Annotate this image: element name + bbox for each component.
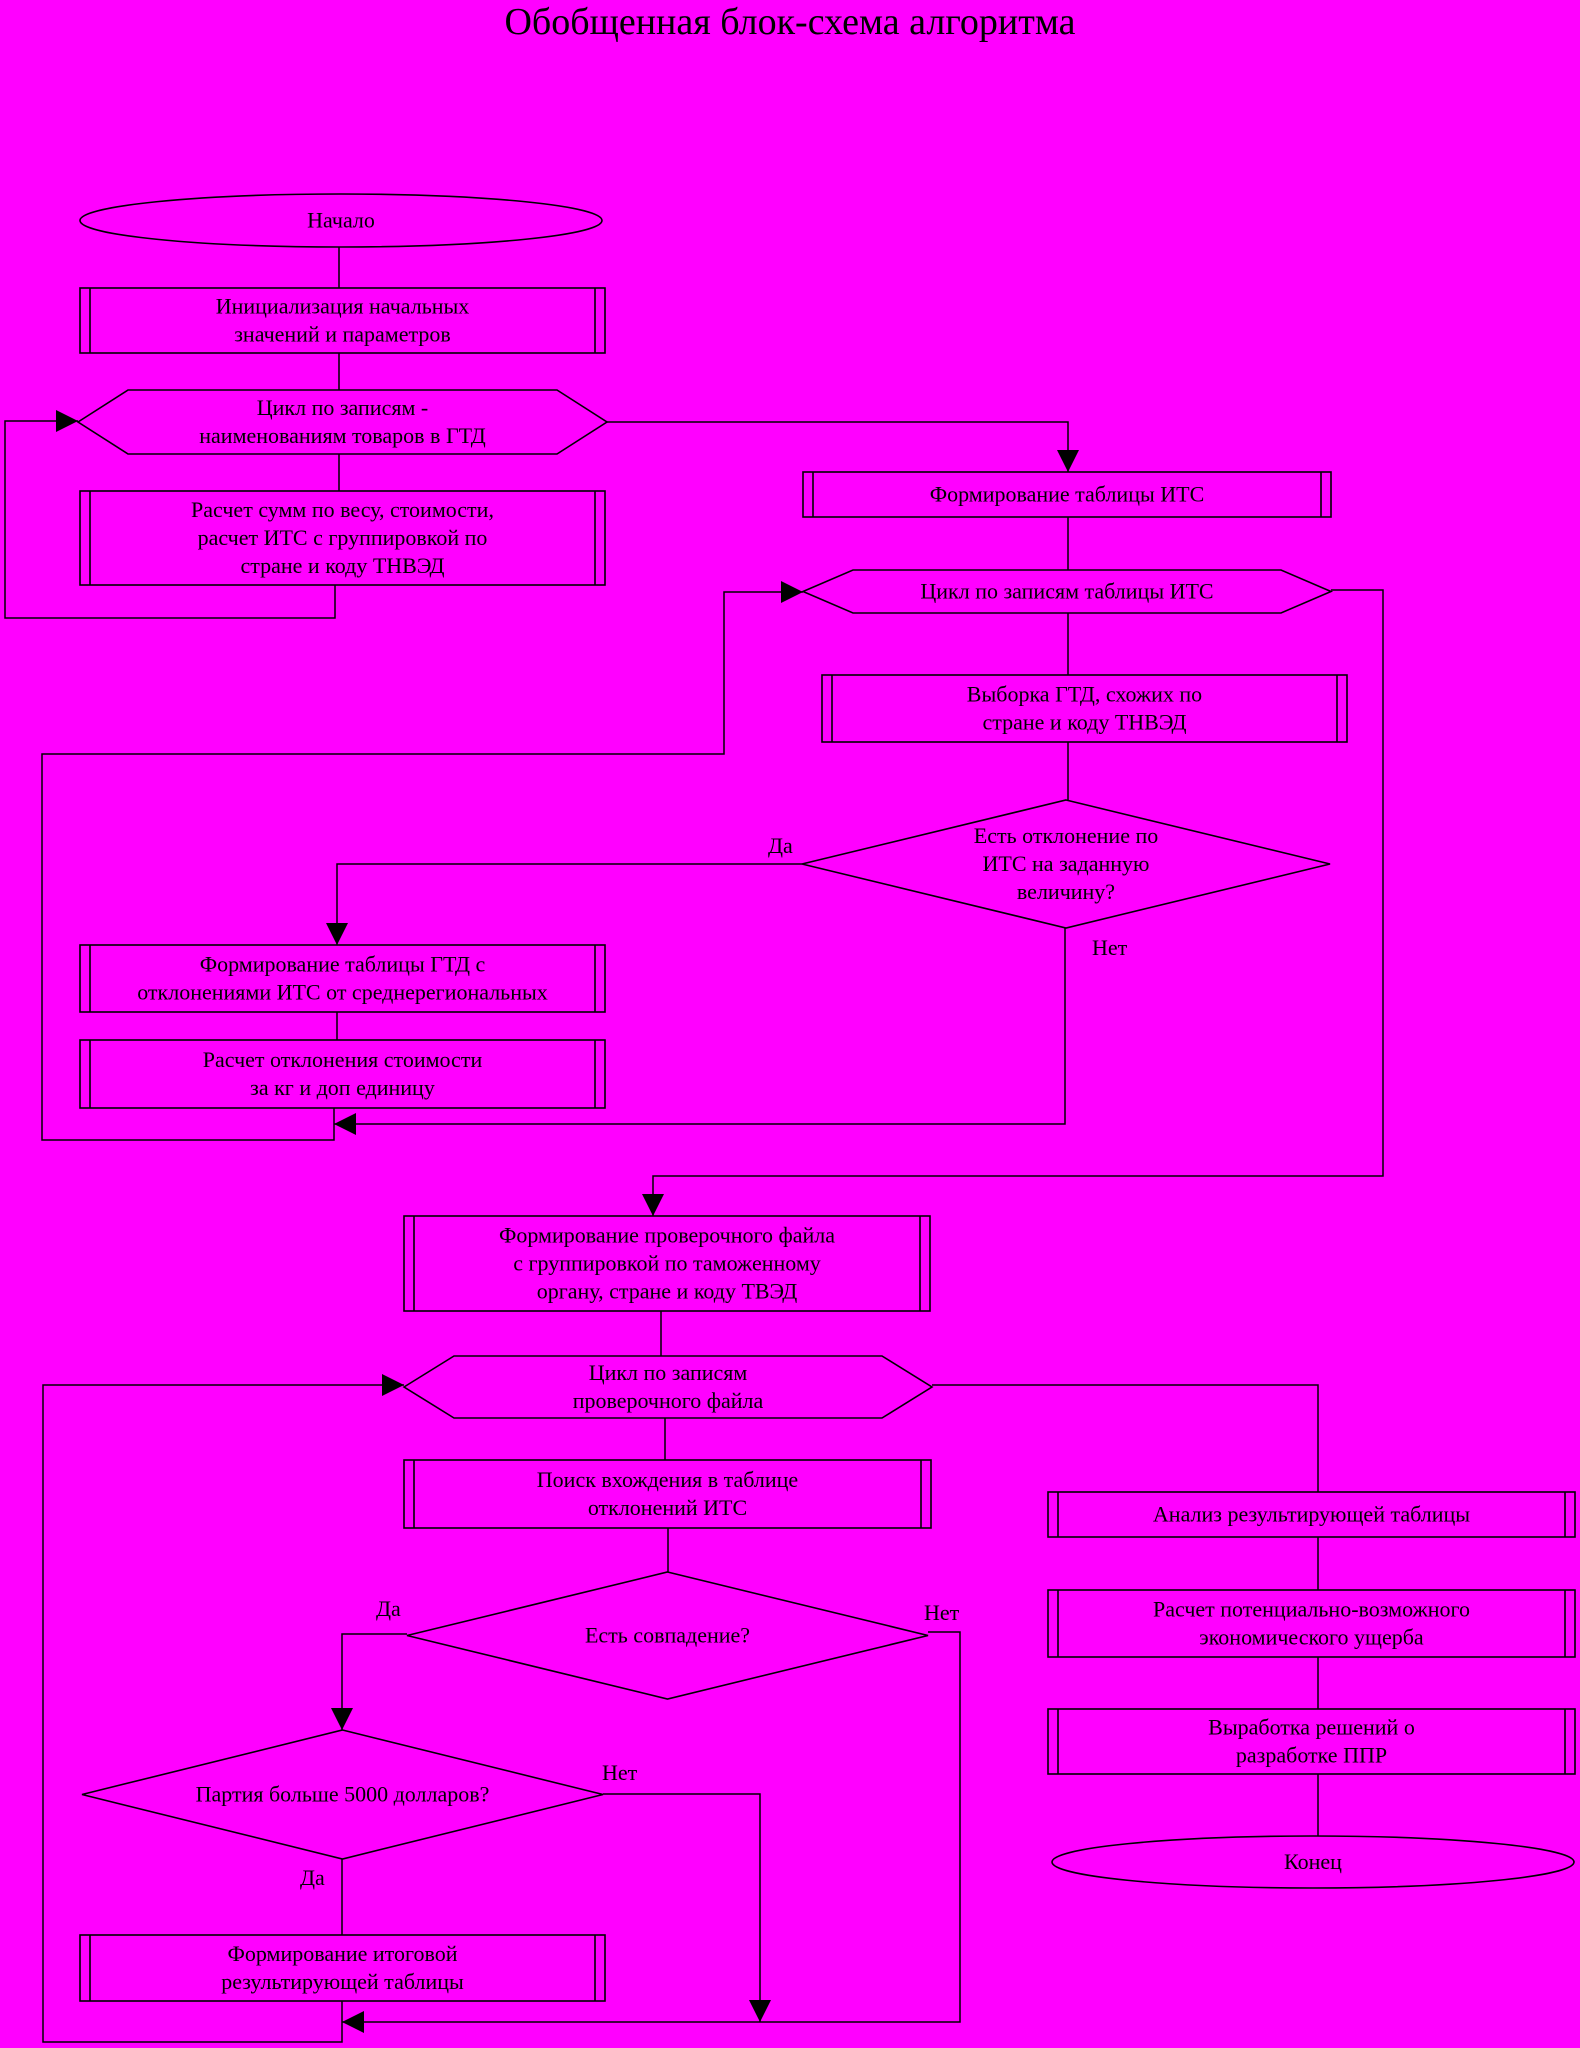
label-yes-match: Да (376, 1596, 401, 1621)
node-text-line: отклонениями ИТС от среднерегиональных (137, 980, 548, 1005)
node-text-line: Инициализация начальных (216, 294, 470, 319)
edge-batch-no (603, 1793, 771, 2022)
node-dec-deviation: Есть отклонение по ИТС на заданную величин… (801, 799, 1331, 929)
edge-loop-check-exit (932, 1384, 1319, 1492)
node-loop-check: Цикл по записям проверочного файла (402, 1355, 934, 1419)
node-loop-its: Цикл по записям таблицы ИТС (800, 569, 1334, 614)
node-text-line: Есть отклонение по (974, 823, 1158, 848)
node-search: Поиск вхождения в таблице отклонений ИТС (403, 1459, 932, 1529)
edge-deviation-no (334, 926, 1066, 1135)
node-text-line: Есть совпадение? (585, 1623, 750, 1648)
node-text-line: Расчет отклонения стоимости (203, 1047, 483, 1072)
node-text-line: значений и параметров (234, 322, 451, 347)
node-text-line: Расчет сумм по весу, стоимости, (191, 497, 494, 522)
node-shape (402, 1355, 934, 1419)
node-shape (1047, 1589, 1576, 1658)
node-shape (76, 389, 609, 455)
node-text-line: Расчет потенциально-возможного (1153, 1597, 1470, 1622)
node-calc-deviation: Расчет отклонения стоимости за кг и доп е… (79, 1039, 606, 1109)
node-text-line: Начало (307, 208, 375, 233)
node-end: Конец (1051, 1835, 1575, 1889)
edge-match-no (342, 1631, 961, 2033)
node-text-line: Выборка ГТД, схожих по (967, 682, 1202, 707)
node-text-line: Формирование таблицы ИТС (930, 482, 1205, 507)
node-form-gtd-table: Формирование таблицы ГТД с отклонениями И… (79, 944, 606, 1013)
node-text-line: стране и коду ТНВЭД (240, 553, 444, 578)
node-shape (79, 1039, 606, 1109)
node-decisions: Выработка решений о разработке ППР (1047, 1708, 1576, 1775)
node-shape (79, 944, 606, 1013)
edge-calc-dev-loopback (41, 581, 803, 1141)
node-text-line: органу, стране и коду ТВЭД (537, 1279, 798, 1304)
node-shape (79, 287, 606, 354)
node-text-line: отклонений ИТС (588, 1495, 747, 1520)
node-text-line: расчет ИТС с группировкой по (198, 525, 488, 550)
node-shape (800, 569, 1334, 614)
label-yes-deviation: Да (768, 833, 793, 858)
node-loop-gtd: Цикл по записям - наименованиям товаров в… (76, 389, 609, 455)
node-text-line: Поиск вхождения в таблице (537, 1467, 798, 1492)
node-select-gtd: Выборка ГТД, схожих по стране и коду ТНВЭ… (821, 674, 1348, 743)
edges (4, 247, 1384, 2043)
edge-loop-its-exit (642, 589, 1384, 1216)
edge-result-loopback (42, 1374, 404, 2043)
node-text-line: ИТС на заданную (983, 851, 1150, 876)
node-text-line: Цикл по записям таблицы ИТС (920, 579, 1213, 604)
node-shape (79, 1934, 606, 2002)
node-shape (403, 1459, 932, 1529)
node-text-line: Выработка решений о (1208, 1715, 1415, 1740)
label-no-deviation: Нет (1092, 935, 1128, 960)
node-form-check-file: Формирование проверочного файла с группир… (403, 1215, 931, 1312)
node-analysis: Анализ результирующей таблицы (1047, 1491, 1576, 1538)
node-shape (1047, 1491, 1576, 1538)
label-no-match: Нет (924, 1600, 960, 1625)
node-shape (81, 1729, 604, 1860)
edge-calc-sums-loopback (4, 410, 336, 619)
node-dec-batch: Партия больше 5000 долларов? (81, 1729, 604, 1860)
node-init: Инициализация начальных значений и параме… (79, 287, 606, 354)
node-shape (801, 799, 1331, 929)
node-shape (1047, 1708, 1576, 1775)
node-form-its: Формирование таблицы ИТС (802, 471, 1332, 518)
node-text-line: Конец (1284, 1849, 1342, 1874)
node-shape (406, 1571, 929, 1700)
node-text-line: стране и коду ТНВЭД (982, 710, 1186, 735)
label-no-batch: Нет (602, 1760, 638, 1785)
node-text-line: с группировкой по таможенному (513, 1251, 821, 1276)
node-calc-sums: Расчет сумм по весу, стоимости, расчет ИТ… (79, 490, 606, 586)
node-text-line: Формирование проверочного файла (499, 1223, 835, 1248)
node-text-line: Партия больше 5000 долларов? (196, 1782, 490, 1807)
node-text-line: наименованиям товаров в ГТД (199, 423, 485, 448)
label-yes-batch: Да (300, 1865, 325, 1890)
node-shape (821, 674, 1348, 743)
edge-loop-gtd-exit (607, 421, 1079, 472)
node-shape (802, 471, 1332, 518)
node-text-line: результирующей таблицы (221, 1969, 464, 1994)
node-shape (79, 490, 606, 586)
node-text-line: величину? (1017, 879, 1115, 904)
node-text-line: экономического ущерба (1199, 1625, 1424, 1650)
edge-labels: Да Нет Да Нет Нет Да (300, 833, 1128, 1890)
node-text-line: Формирование таблицы ГТД с (200, 952, 486, 977)
node-text-line: Анализ результирующей таблицы (1153, 1502, 1470, 1527)
node-form-result: Формирование итоговой результирующей табл… (79, 1934, 606, 2002)
node-text-line: Цикл по записям - (257, 395, 428, 420)
node-text-line: Формирование итоговой (227, 1941, 457, 1966)
node-text-line: проверочного файла (573, 1388, 764, 1413)
diagram-title: Обобщенная блок-схема алгоритма (504, 1, 1075, 43)
node-shape (1051, 1835, 1575, 1889)
node-start: Начало (79, 193, 603, 248)
node-calc-damage: Расчет потенциально-возможного экономичес… (1047, 1589, 1576, 1658)
node-text-line: за кг и доп единицу (250, 1075, 435, 1100)
node-shape (79, 193, 603, 248)
node-dec-match: Есть совпадение? (406, 1571, 929, 1700)
node-text-line: разработке ППР (1236, 1743, 1387, 1768)
node-shape (403, 1215, 931, 1312)
edge-deviation-yes (326, 863, 802, 945)
node-text-line: Цикл по записям (589, 1360, 748, 1385)
edge-match-yes (331, 1633, 407, 1730)
